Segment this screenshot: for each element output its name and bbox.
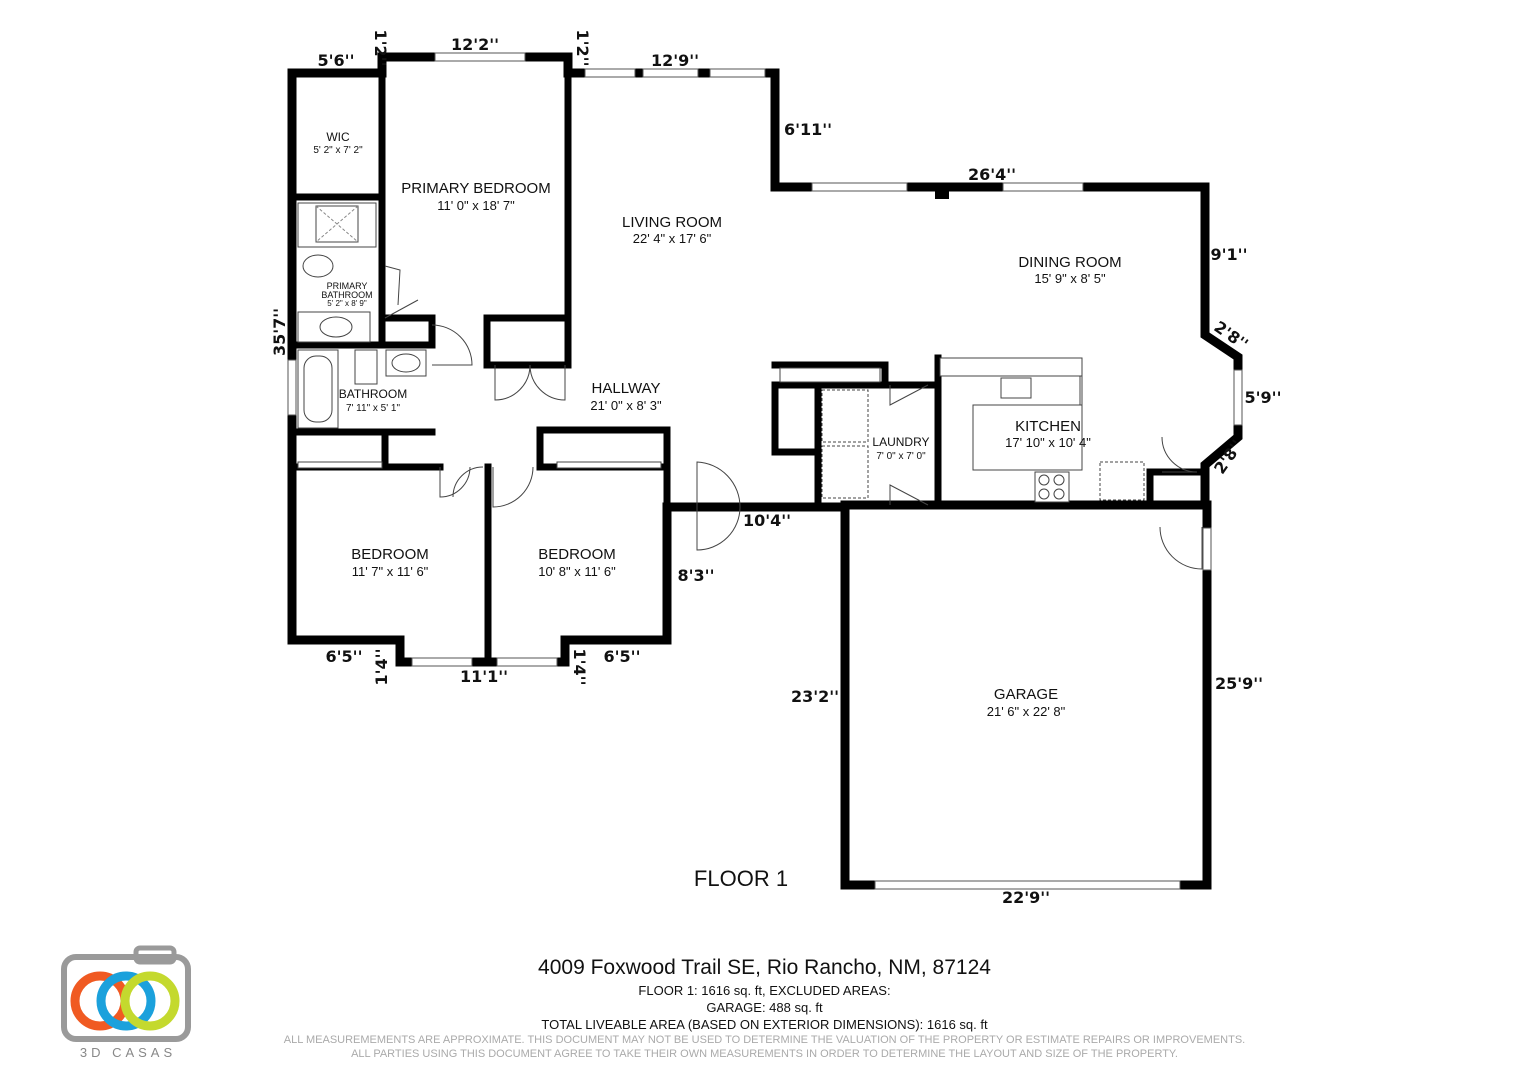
dim-bay-middle: 5'9'' [1245, 388, 1282, 407]
room-living-room-name: LIVING ROOM [622, 214, 722, 231]
logo-text: 3D CASAS [79, 1045, 177, 1060]
dim-left-total: 35'7'' [270, 308, 289, 356]
room-hallway-name: HALLWAY [592, 380, 661, 397]
room-bathroom-name: BATHROOM [339, 387, 407, 401]
room-primary-bathroom-name-2: BATHROOM [321, 290, 372, 300]
dim-garage-right: 25'9'' [1215, 674, 1263, 693]
dim-bed2-bottom: 6'5'' [604, 647, 641, 666]
dim-bed1-bottom: 6'5'' [326, 647, 363, 666]
room-bedroom-2-dims: 10' 8" x 11' 6" [538, 564, 616, 579]
disclaimer-1: ALL MEASUREMEMENTS ARE APPROXIMATE. THIS… [283, 1034, 1246, 1046]
room-bathroom-dims: 7' 11" x 5' 1" [346, 403, 401, 414]
dim-bed-bottom-mid: 11'1'' [460, 667, 508, 686]
room-dining-room-dims: 15' 9" x 8' 5" [1034, 271, 1106, 286]
windows [287, 52, 1243, 890]
floor-plan: WIC 5' 2" x 7' 2" PRIMARY BEDROOM 11' 0"… [270, 30, 1281, 907]
room-kitchen-dims: 17' 10" x 10' 4" [1005, 435, 1091, 450]
dim-top-living-jog: 1'2'' [573, 30, 592, 67]
dim-top-wic-jog: 1'2'' [371, 30, 390, 67]
dim-top-living: 12'9'' [651, 51, 699, 70]
area-floor-1: FLOOR 1: 1616 sq. ft, EXCLUDED AREAS: [638, 983, 891, 998]
room-bedroom-2-name: BEDROOM [538, 546, 616, 563]
measurements: 5'6'' 1'2'' 12'2'' 1'2'' 12'9'' 6'11'' 2… [270, 30, 1281, 907]
area-garage: GARAGE: 488 sq. ft [706, 1000, 823, 1015]
company-logo [61, 945, 191, 1042]
room-living-room-dims: 22' 4" x 17' 6" [633, 231, 712, 246]
dim-top-primary: 12'2'' [451, 35, 499, 54]
dim-dining-right: 9'1'' [1211, 245, 1248, 264]
room-wic-dims: 5' 2" x 7' 2" [313, 145, 363, 156]
room-laundry-name: LAUNDRY [872, 435, 929, 449]
room-laundry-dims: 7' 0" x 7' 0" [876, 451, 926, 462]
dim-top-wic: 5'6'' [318, 51, 355, 70]
property-address: 4009 Foxwood Trail SE, Rio Rancho, NM, 8… [538, 956, 991, 979]
dim-bed1-jog: 1'4'' [372, 649, 391, 686]
room-primary-bathroom-name-1: PRIMARY [327, 281, 368, 291]
room-primary-bedroom-dims: 11' 0" x 18' 7" [437, 198, 515, 213]
room-garage-dims: 21' 6" x 22' 8" [987, 704, 1066, 719]
dim-living-right: 6'11'' [784, 120, 832, 139]
room-hallway-dims: 21' 0" x 8' 3" [590, 398, 662, 413]
dim-dining-top: 26'4'' [968, 165, 1016, 184]
room-wic-name: WIC [326, 130, 350, 144]
dim-bed2-jog: 1'4'' [570, 649, 589, 686]
room-bedroom-1-dims: 11' 7" x 11' 6" [352, 564, 429, 579]
dim-hall-side: 8'3'' [678, 566, 715, 585]
room-bedroom-1-name: BEDROOM [351, 546, 429, 563]
area-total: TOTAL LIVEABLE AREA (BASED ON EXTERIOR D… [541, 1017, 988, 1032]
dim-garage-bottom: 22'9'' [1002, 888, 1050, 907]
dim-garage-left: 23'2'' [791, 687, 839, 706]
doors [384, 265, 1203, 570]
dim-hall-bottom: 10'4'' [743, 511, 791, 530]
room-garage-name: GARAGE [994, 686, 1058, 703]
room-labels: WIC 5' 2" x 7' 2" PRIMARY BEDROOM 11' 0"… [313, 130, 1121, 719]
room-primary-bedroom-name: PRIMARY BEDROOM [401, 180, 550, 197]
disclaimer-2: ALL PARTIES USING THIS DOCUMENT AGREE TO… [351, 1048, 1178, 1060]
room-dining-room-name: DINING ROOM [1018, 254, 1121, 271]
room-primary-bathroom-dims: 5' 2" x 8' 9" [327, 299, 367, 308]
room-kitchen-name: KITCHEN [1015, 418, 1081, 435]
floor-label: FLOOR 1 [694, 866, 788, 891]
fixtures [297, 202, 1145, 503]
